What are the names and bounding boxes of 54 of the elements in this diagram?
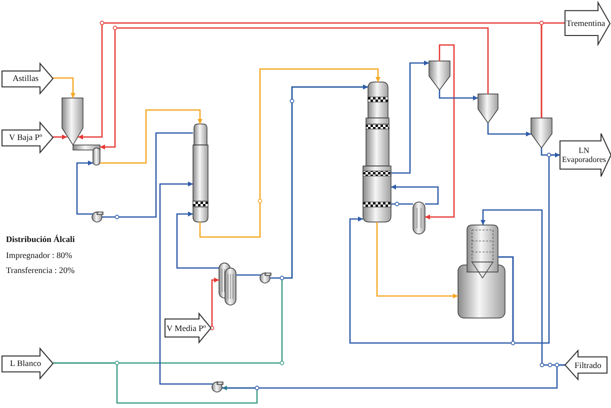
- flow-line: [540, 22, 565, 118]
- flow-arrow: [53, 362, 258, 404]
- tank-vessel: [458, 224, 506, 318]
- note-text: Impregnador : 80%: [6, 250, 72, 260]
- chip-bin: [62, 98, 100, 166]
- cyclone-separator: [478, 94, 498, 124]
- digester-column: [362, 82, 392, 222]
- stream-tag: [565, 2, 610, 45]
- note-text: Transferencia : 20%: [6, 265, 75, 275]
- flow-arrow: [76, 160, 93, 215]
- flow-arrow: [176, 212, 219, 269]
- stream-tag: [560, 133, 611, 177]
- flow-line: [102, 132, 193, 218]
- stream-label: Trementina: [566, 19, 606, 28]
- flow-arrow: [100, 27, 489, 150]
- stream-tag: [165, 313, 211, 343]
- heat-exchanger-pair: [218, 262, 236, 306]
- stream-label: V Baja Pº: [8, 133, 42, 142]
- flow-arrow: [53, 77, 76, 98]
- flow-arrow: [480, 209, 565, 366]
- flow-arrow: [391, 184, 439, 205]
- flow-arrow: [53, 134, 67, 140]
- flow-arrow: [159, 182, 213, 385]
- column-vessel: [192, 124, 208, 222]
- heat-exchanger: [412, 202, 426, 234]
- stream-label: Filtrado: [574, 360, 602, 370]
- flow-arrow: [78, 22, 542, 140]
- flow-arrow: [391, 60, 429, 174]
- cyclone-separator: [530, 118, 552, 149]
- cyclone-separator: [428, 60, 450, 91]
- stream-tag: [2, 348, 53, 379]
- flow-arrow: [376, 222, 458, 298]
- flow-arrow: [199, 68, 380, 238]
- stream-label: LN Evaporadores: [561, 146, 607, 164]
- stream-label: V Media Pº: [166, 324, 206, 332]
- stream-tag: [2, 63, 53, 94]
- stream-tag: [2, 122, 53, 153]
- flow-arrow: [349, 216, 514, 344]
- pump-symbol: [260, 272, 272, 284]
- note-heading: Distribución Álcali: [6, 234, 75, 244]
- flow-arrow: [425, 44, 455, 220]
- flow-arrow: [498, 152, 560, 344]
- flow-line: [236, 274, 261, 276]
- stream-tag: [565, 350, 607, 380]
- stream-label: Astillas: [12, 74, 39, 83]
- stream-label: L Blanco: [10, 359, 42, 368]
- flow-arrow: [487, 123, 531, 136]
- flow-arrow: [210, 278, 219, 329]
- pump-symbol: [92, 212, 104, 222]
- flow-line: [391, 203, 413, 205]
- pump-symbol: [212, 382, 224, 392]
- flow-arrow: [438, 90, 478, 100]
- flow-arrow: [270, 84, 368, 279]
- flow-arrow: [100, 109, 202, 164]
